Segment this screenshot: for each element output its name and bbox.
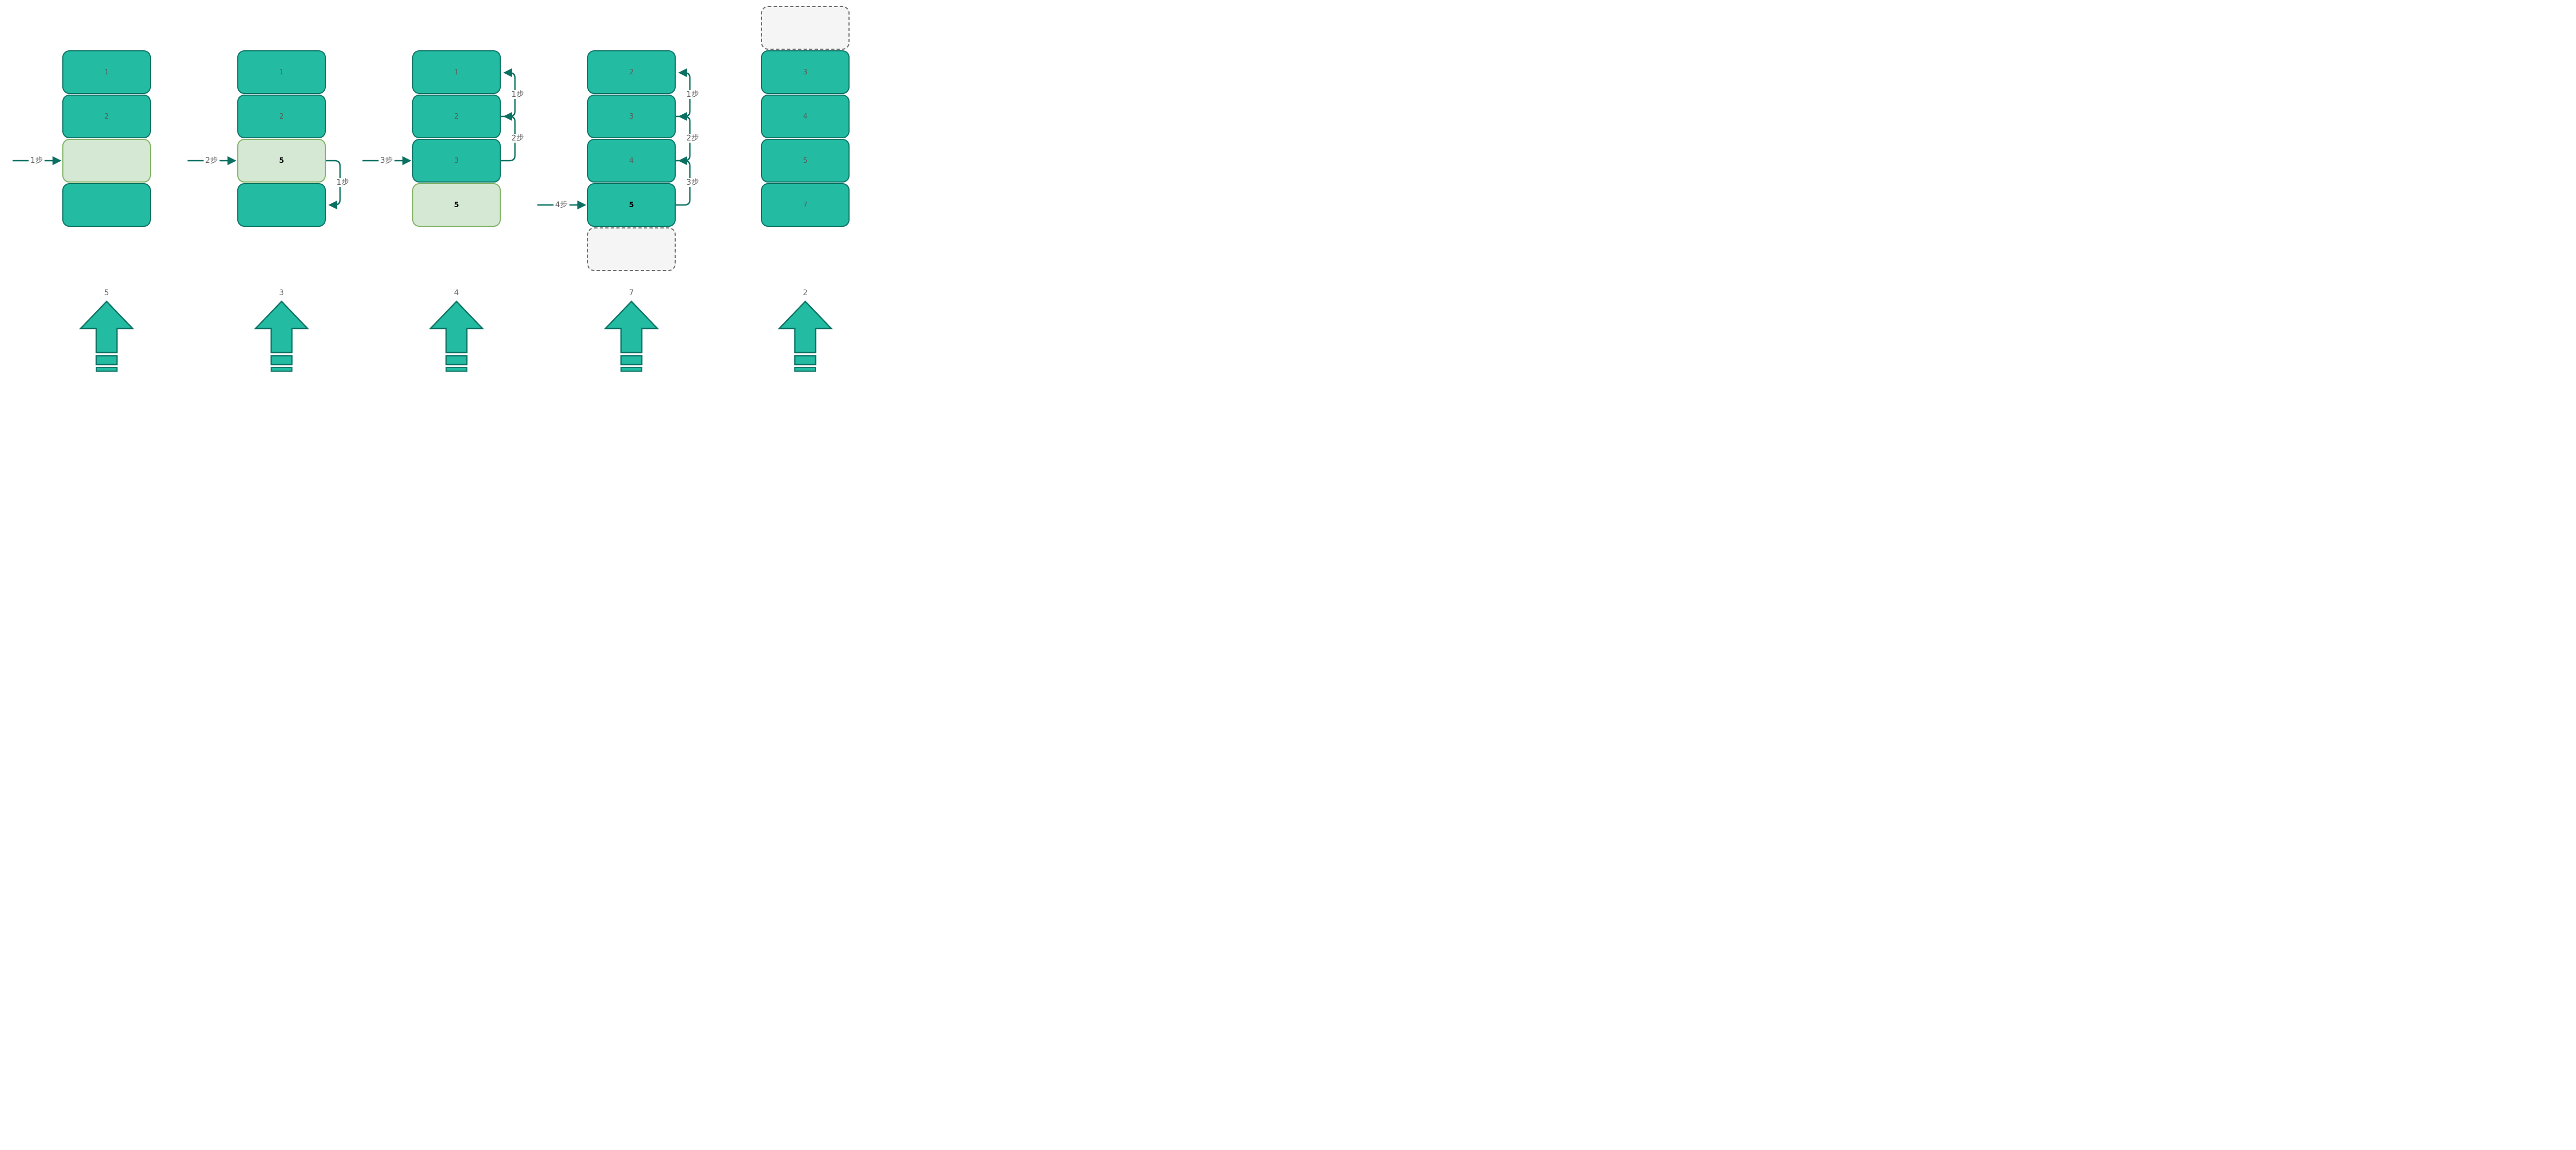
stage2-insert-arrow-label: 2步	[203, 156, 220, 166]
stage1-box-row2: 2	[62, 95, 151, 138]
stage4-shift-arrow-label-1: 1步	[684, 90, 701, 99]
stage3-box-row2: 2	[412, 95, 501, 138]
stage3-shift-arrow-label-1: 1步	[510, 90, 526, 99]
stage5-box-row4: 7	[761, 183, 850, 227]
stage4-box-row1: 2	[587, 50, 676, 94]
stage1-insert-slot	[62, 139, 151, 183]
stage3-incoming-value: 4	[454, 289, 459, 297]
stage1-insert-arrow-label: 1步	[28, 156, 45, 166]
stage3-box-row1: 1	[412, 50, 501, 94]
stage5-box-row1: 3	[761, 50, 850, 94]
stage2-box-row1: 1	[237, 50, 326, 94]
stage2-insert-slot: 5	[237, 139, 326, 183]
up-arrow-icon-stage4	[605, 301, 658, 372]
stage1-box-row1: 1	[62, 50, 151, 94]
stack-insertion-diagram: 1 2 1步 5 1 2 5 2步 1步 3 1 2 3 5 3步 1步 2步 …	[0, 0, 859, 383]
stage5-empty-slot	[761, 6, 850, 50]
stage2-box-row4	[237, 183, 326, 227]
stage4-shift-arrow-label-3: 3步	[684, 178, 701, 187]
stage1-box-row4	[62, 183, 151, 227]
stage5-incoming-value: 2	[803, 289, 808, 297]
stage4-empty-slot	[587, 227, 676, 271]
stage4-box-row2: 3	[587, 95, 676, 138]
up-arrow-icon-stage1	[80, 301, 133, 372]
stage4-insert-arrow-label: 4步	[553, 200, 570, 210]
up-arrow-icon-stage2	[255, 301, 308, 372]
up-arrow-icon-stage5	[778, 301, 832, 372]
stage2-shift-arrow-label: 1步	[335, 178, 351, 187]
stage4-shift-arrow-label-2: 2步	[684, 133, 701, 143]
stage3-shift-arrow-label-2: 2步	[510, 133, 526, 143]
stage3-insert-slot: 5	[412, 183, 501, 227]
stage2-incoming-value: 3	[279, 289, 284, 297]
stage4-incoming-value: 7	[629, 289, 634, 297]
stage5-box-row2: 4	[761, 95, 850, 138]
stage4-box-row4-inserted: 5	[587, 183, 676, 227]
stage2-box-row2: 2	[237, 95, 326, 138]
stage3-box-row3: 3	[412, 139, 501, 183]
stage4-box-row3: 4	[587, 139, 676, 183]
stage1-incoming-value: 5	[104, 289, 109, 297]
stage3-insert-arrow-label: 3步	[378, 156, 395, 166]
up-arrow-icon-stage3	[430, 301, 483, 372]
stage5-box-row3: 5	[761, 139, 850, 183]
